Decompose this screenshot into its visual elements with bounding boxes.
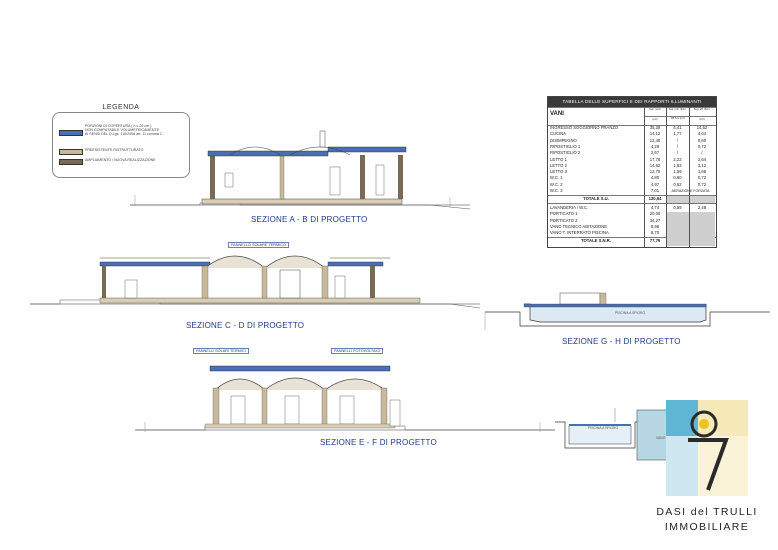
logo-line-1: DASI del TRULLI bbox=[656, 506, 758, 518]
section-gh-title: SEZIONE G - H DI PROGETTO bbox=[562, 337, 681, 346]
company-logo: DASI del TRULLI IMMOBILIARE bbox=[652, 400, 762, 540]
legend-item-roof: PORZIONI DI COPERTURA ( h ≤ 26 cm ) NON … bbox=[59, 124, 185, 139]
section-cd-panel-label: PANNELLO SOLARE TERMICO bbox=[228, 242, 289, 248]
table-title: TABELLA DELLE SUPERFICI E DEI RAPPORTI I… bbox=[548, 97, 716, 107]
legend-swatch-new bbox=[59, 159, 83, 165]
col-unit-2: 1/8 S.U.(m²) bbox=[670, 117, 685, 120]
legend: LEGENDA PORZIONI DI COPERTURA ( h ≤ 26 c… bbox=[52, 104, 190, 178]
section-cd-drawing bbox=[30, 255, 480, 309]
surfaces-table: TABELLA DELLE SUPERFICI E DEI RAPPORTI I… bbox=[547, 96, 717, 248]
legend-text-existing: PREESISTENTE RISTRUTTURATO bbox=[85, 148, 144, 152]
legend-title: LEGENDA bbox=[102, 104, 140, 111]
section-ef-panel-label-2: PANNELLI FOTOVOLTAICI bbox=[331, 348, 384, 354]
section-ef-panel-label-1: PANNELLI SOLARI TERMICI bbox=[193, 348, 249, 354]
legend-text-new: AMPLIAMENTO / NUOVA REALIZZAZIONE bbox=[85, 158, 156, 162]
section-cd-title: SEZIONE C - D DI PROGETTO bbox=[186, 321, 305, 330]
legend-swatch-roof bbox=[59, 130, 83, 136]
table-heading-vani: VANI bbox=[550, 111, 564, 117]
section-ef-drawing bbox=[135, 365, 555, 432]
pool-detail-label-pool: PISCINA A SFIORO bbox=[588, 426, 619, 430]
legend-text-roof: PORZIONI DI COPERTURA ( h ≤ 26 cm ) NON … bbox=[85, 124, 162, 137]
section-gh-pool-label: PISCINA A SFIORO bbox=[615, 311, 646, 315]
logo-mark-icon bbox=[666, 400, 748, 496]
col-unit-3: (m²) bbox=[699, 117, 705, 121]
logo-line-2: IMMOBILIARE bbox=[664, 521, 750, 533]
table-header: VANI Sup. net.ti Sup. min. illum. Sup. e… bbox=[548, 107, 716, 125]
col-unit-1: (m²) bbox=[652, 117, 658, 121]
section-ef-title: SEZIONE E - F DI PROGETTO bbox=[320, 438, 437, 447]
section-ab-drawing bbox=[130, 130, 470, 210]
col-header-2: Sup. min. illum. bbox=[668, 108, 687, 111]
table-total-su: TOTALE S.U. 130,64 bbox=[583, 196, 662, 201]
legend-item-existing: PREESISTENTE RISTRUTTURATO bbox=[59, 148, 185, 155]
col-header-3: Sup. eff. illum. bbox=[693, 108, 711, 111]
legend-item-new: AMPLIAMENTO / NUOVA REALIZZAZIONE bbox=[59, 158, 185, 165]
legend-swatch-existing bbox=[59, 149, 83, 155]
table-total-snr: TOTALE S.N.R. 77,79 bbox=[581, 238, 661, 243]
section-ab-title: SEZIONE A - B DI PROGETTO bbox=[251, 215, 368, 224]
col-header-1: Sup. net.ti bbox=[649, 108, 661, 111]
section-gh-drawing bbox=[484, 292, 770, 330]
